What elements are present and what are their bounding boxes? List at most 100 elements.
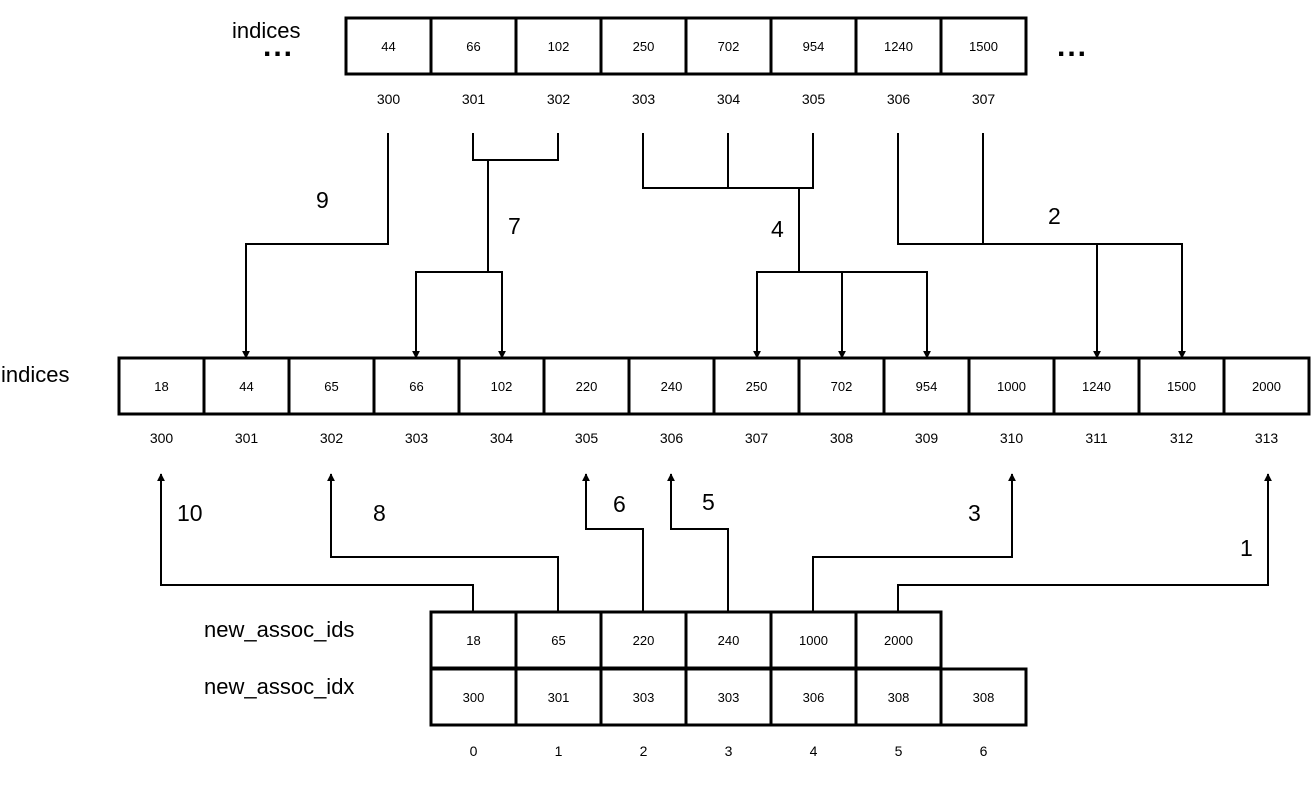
mid-array-index-label: 304 <box>490 430 514 446</box>
new-assoc-idx-cell-value: 303 <box>718 690 740 705</box>
mid-array-cell <box>712 356 801 416</box>
mid-array-cell-value: 702 <box>831 379 853 394</box>
step-label-1: 1 <box>1240 535 1253 561</box>
new-assoc-idx-cell-value: 306 <box>803 690 825 705</box>
mid-array-cell-value: 44 <box>239 379 253 394</box>
top-array-cell <box>769 16 858 76</box>
mid-array-index-label: 310 <box>1000 430 1024 446</box>
top-indices-label: indices <box>232 18 300 43</box>
new-assoc-idx-cell-value: 308 <box>888 690 910 705</box>
step-label-5: 5 <box>702 489 715 515</box>
mid-array-cell-value: 240 <box>661 379 683 394</box>
step-label-4: 4 <box>771 216 784 242</box>
connector-step-1 <box>897 473 1272 612</box>
mid-array-cell-value: 954 <box>916 379 938 394</box>
connector-step-6 <box>582 473 644 612</box>
top-array-index-label: 301 <box>462 91 486 107</box>
mid-array-cell-value: 66 <box>409 379 423 394</box>
new-assoc-idx-index-label: 4 <box>810 743 818 759</box>
new-assoc-idx-cell <box>939 667 1028 727</box>
top-array-cell <box>514 16 603 76</box>
top-array-cell-value: 66 <box>466 39 480 54</box>
mid-array-cell-value: 102 <box>491 379 513 394</box>
new-assoc-idx-cell <box>514 667 603 727</box>
new-assoc-ids-cell-value: 220 <box>633 633 655 648</box>
mid-array-cell-value: 18 <box>154 379 168 394</box>
mid-array-cell <box>287 356 376 416</box>
mid-array-cell <box>882 356 971 416</box>
top-array-cell <box>599 16 688 76</box>
new-assoc-idx-cell-value: 303 <box>633 690 655 705</box>
step-label-3: 3 <box>968 500 981 526</box>
mid-array-cell <box>542 356 631 416</box>
top-array-cell <box>939 16 1028 76</box>
top-array-cell-value: 954 <box>803 39 825 54</box>
top-array-cell-value: 44 <box>381 39 395 54</box>
new-assoc-idx-index-label: 5 <box>895 743 903 759</box>
new-assoc-ids-cell-value: 18 <box>466 633 480 648</box>
connector-step-7-fork <box>415 271 503 358</box>
new-assoc-idx-label: new_assoc_idx <box>204 674 354 699</box>
mid-array-cell <box>627 356 716 416</box>
mid-array-index-label: 313 <box>1255 430 1279 446</box>
step-label-6: 6 <box>613 491 626 517</box>
connector-step-10 <box>157 473 474 612</box>
bottom-connectors <box>157 473 1272 612</box>
mid-array-index-label: 311 <box>1085 430 1108 446</box>
mid-array-cell <box>1222 356 1311 416</box>
connector-step-2-bracket <box>897 133 1183 358</box>
new-assoc-ids-label: new_assoc_ids <box>204 617 354 642</box>
mid-array-index-label: 305 <box>575 430 599 446</box>
connector-step-9 <box>242 133 389 359</box>
top-array-cell-value: 102 <box>548 39 570 54</box>
mid-array-index-label: 302 <box>320 430 344 446</box>
new-assoc-idx-cell-value: 301 <box>548 690 570 705</box>
mid-array-index-label: 307 <box>745 430 769 446</box>
mid-array-cell-value: 250 <box>746 379 768 394</box>
step-label-10: 10 <box>177 500 203 526</box>
step-label-2: 2 <box>1048 203 1061 229</box>
top-array-index-label: 300 <box>377 91 401 107</box>
mid-array-cell-value: 65 <box>324 379 338 394</box>
top-array-index-label: 304 <box>717 91 741 107</box>
mid-array-cell-value: 1240 <box>1082 379 1111 394</box>
new-assoc-idx-cell <box>429 667 518 727</box>
top-array-cell <box>684 16 773 76</box>
connector-step-3 <box>812 473 1016 612</box>
mid-array-index-label: 306 <box>660 430 684 446</box>
step-label-9: 9 <box>316 187 329 213</box>
top-array-cell-value: 1240 <box>884 39 913 54</box>
mid-array-cell-value: 220 <box>576 379 598 394</box>
step-label-8: 8 <box>373 500 386 526</box>
new-assoc-idx-index-label: 6 <box>980 743 988 759</box>
mid-array-index-label: 308 <box>830 430 854 446</box>
new-assoc-idx-index-label: 3 <box>725 743 733 759</box>
mid-array-index-label: 303 <box>405 430 429 446</box>
new-assoc-ids-cell-value: 2000 <box>884 633 913 648</box>
top-array-cell <box>344 16 433 76</box>
connector-step-7-bracket <box>472 133 559 161</box>
mid-array-cell <box>457 356 546 416</box>
mid-array-cell <box>967 356 1056 416</box>
new-assoc-ids-cell-value: 240 <box>718 633 740 648</box>
top-array-cell-value: 1500 <box>969 39 998 54</box>
mid-array-cell-value: 1000 <box>997 379 1026 394</box>
new-assoc-idx-cell <box>769 667 858 727</box>
connector-step-8 <box>327 473 559 612</box>
top-array-cell <box>429 16 518 76</box>
step-label-7: 7 <box>508 213 521 239</box>
mid-array-cell-value: 2000 <box>1252 379 1281 394</box>
top-right-ellipsis: ... <box>1057 30 1088 63</box>
top-array-index-label: 305 <box>802 91 826 107</box>
top-left-ellipsis: ... <box>263 30 294 63</box>
top-array-cell-value: 250 <box>633 39 655 54</box>
top-array-index-label: 302 <box>547 91 571 107</box>
top-array-index-label: 303 <box>632 91 656 107</box>
new-assoc-idx-cell-value: 308 <box>973 690 995 705</box>
mid-array-index-label: 300 <box>150 430 174 446</box>
mid-array-cell-value: 1500 <box>1167 379 1196 394</box>
connector-step-5 <box>667 473 729 612</box>
